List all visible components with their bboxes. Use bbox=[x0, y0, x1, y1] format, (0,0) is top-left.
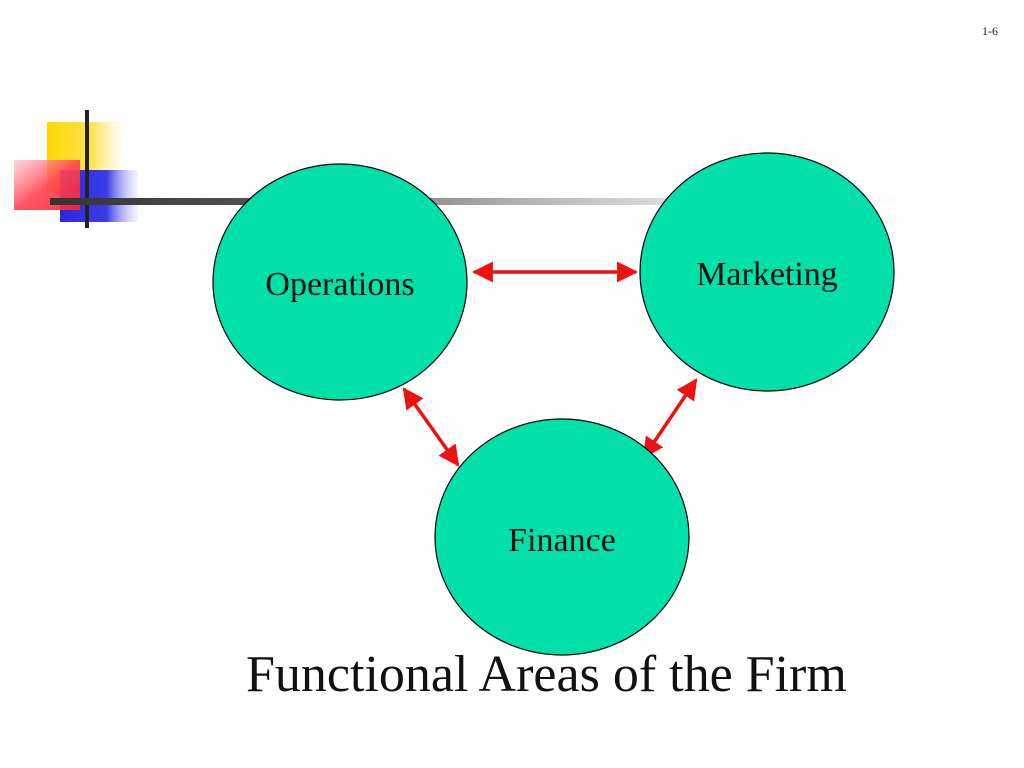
deco-horizontal-line bbox=[50, 198, 960, 205]
node-marketing: Marketing bbox=[639, 152, 895, 392]
slide-title: Functional Areas of the Firm bbox=[246, 646, 847, 703]
node-marketing-circle bbox=[639, 152, 895, 392]
node-marketing-label: Marketing bbox=[696, 256, 838, 293]
connectors bbox=[402, 261, 698, 467]
node-operations-label: Operations bbox=[265, 266, 414, 303]
node-operations-circle bbox=[212, 163, 468, 401]
decorative-corner bbox=[14, 110, 960, 228]
deco-vertical-line bbox=[85, 110, 89, 228]
arrow-marketing-finance bbox=[642, 378, 698, 459]
node-finance-label: Finance bbox=[508, 522, 616, 559]
node-finance: Finance bbox=[434, 418, 690, 656]
slide-number: 1-6 bbox=[982, 24, 998, 38]
node-finance-circle bbox=[434, 418, 690, 656]
node-operations: Operations bbox=[212, 163, 468, 401]
arrow-operations-finance bbox=[402, 387, 460, 467]
